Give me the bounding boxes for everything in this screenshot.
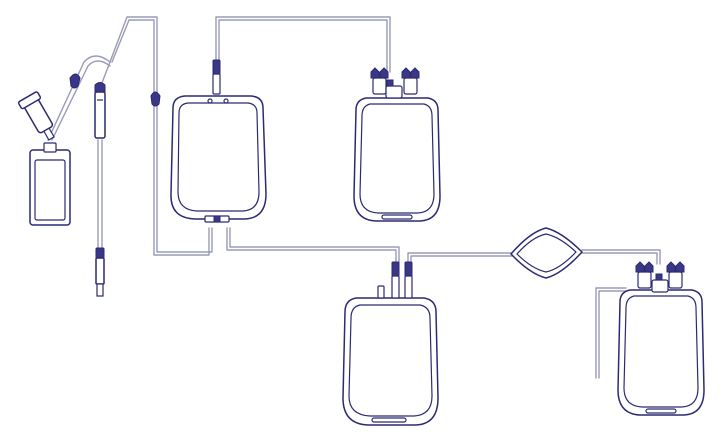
final-bag-port-left xyxy=(635,261,654,289)
final-storage-bag xyxy=(617,261,705,416)
primary-bag xyxy=(170,59,267,223)
tube-main-trunk xyxy=(109,16,213,253)
trunk-clamp xyxy=(150,91,161,107)
upper-bag-port-left xyxy=(370,67,389,95)
collection-needle xyxy=(95,247,105,297)
upper-bag-port-right xyxy=(401,67,420,95)
tube-lower-to-filter xyxy=(407,252,513,263)
tube-primary-to-upper xyxy=(215,16,391,95)
needle-holder xyxy=(94,82,106,139)
satellite-bag-lower xyxy=(342,261,439,426)
sample-clamp xyxy=(69,73,81,89)
tube-filter-to-final xyxy=(581,249,661,265)
satellite-bag-upper xyxy=(353,67,441,222)
final-bag-port-right xyxy=(666,261,685,289)
tube-sample-branch xyxy=(47,55,111,141)
tube-primary-to-lower xyxy=(226,227,397,263)
sample-adapter xyxy=(17,91,55,141)
leukocyte-filter xyxy=(510,227,583,279)
tubing-network xyxy=(47,16,661,379)
tube-side-hook xyxy=(595,287,627,379)
sample-pouch xyxy=(17,73,81,226)
